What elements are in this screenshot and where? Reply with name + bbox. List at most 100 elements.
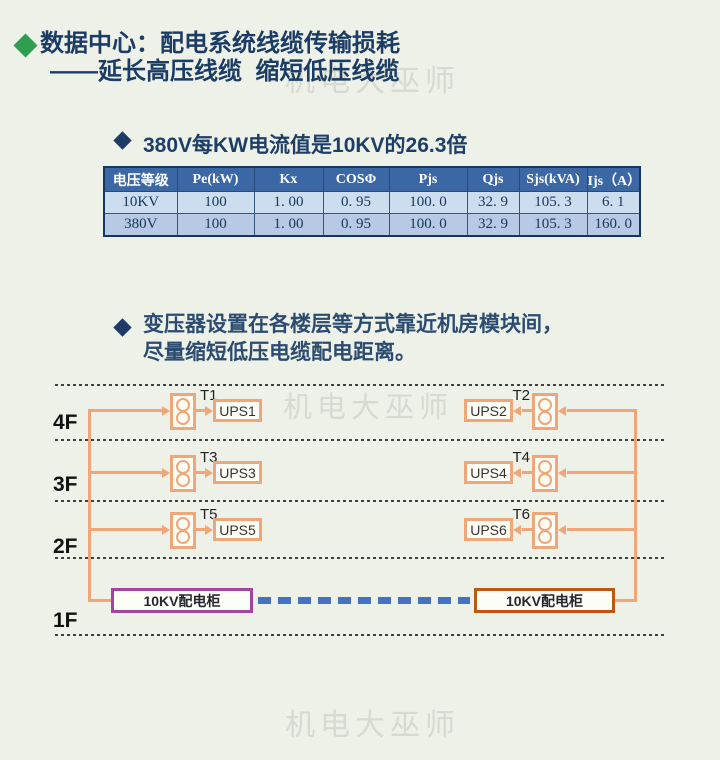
floor-line-3f: [55, 500, 667, 502]
bullet-transformer-line2: 尽量缩短低压电缆配电距离。: [143, 341, 416, 364]
col-header-pjs: Pjs: [388, 166, 468, 192]
transformer-symbol-t5: [170, 512, 196, 549]
table-header-row: 电压等级 Pe(kW) Kx COSΦ Pjs Qjs Sjs(kVA) Ijs…: [103, 166, 641, 192]
floor-label-3f: 3F: [53, 473, 78, 496]
cabinet-10kv-right: 10KV配电柜: [474, 588, 615, 613]
ups-box-ups3: UPS3: [213, 461, 262, 484]
arrow-left-icon: [513, 468, 521, 478]
ups-box-ups6: UPS6: [464, 518, 513, 541]
coil-icon: [538, 530, 552, 544]
transformer-symbol-t4: [532, 455, 558, 492]
coil-icon: [176, 517, 190, 531]
col-header-sjs: Sjs(kVA): [518, 166, 588, 192]
cell-kx: 1. 00: [253, 191, 324, 214]
col-header-qjs: Qjs: [466, 166, 520, 192]
cell-qjs: 32. 9: [466, 191, 520, 214]
coil-icon: [538, 473, 552, 487]
coil-icon: [176, 473, 190, 487]
table-row-380v: 380V 100 1. 00 0. 95 100. 0 32. 9 105. 3…: [103, 213, 641, 237]
floor-line-2f: [55, 557, 667, 559]
cell-sjs: 105. 3: [518, 213, 588, 237]
cell-sjs: 105. 3: [518, 191, 588, 214]
left-riser-to-cabinet: [88, 599, 114, 602]
bullet-transformer-note: 变压器设置在各楼层等方式靠近机房模块间， 尽量缩短低压电缆配电距离。: [143, 311, 563, 367]
cell-voltage: 10KV: [103, 191, 178, 214]
feed-line: [522, 471, 532, 474]
cell-pe: 100: [176, 213, 255, 237]
arrow-right-icon: [205, 525, 213, 535]
cell-pjs: 100. 0: [388, 191, 468, 214]
feed-line: [90, 409, 163, 412]
watermark-bottom: 机电大巫师: [285, 709, 460, 742]
col-header-pe: Pe(kW): [176, 166, 255, 192]
right-riser-to-cabinet: [612, 599, 637, 602]
title-diamond-icon: [13, 33, 38, 58]
coil-icon: [538, 517, 552, 531]
feed-line: [90, 471, 163, 474]
arrow-right-icon: [162, 525, 170, 535]
coil-icon: [538, 398, 552, 412]
coil-icon: [176, 411, 190, 425]
transformer-label-t6: T6: [512, 506, 530, 523]
bullet-transformer-line1: 变压器设置在各楼层等方式靠近机房模块间，: [143, 313, 563, 336]
col-header-ijs: Ijs（A）: [586, 166, 641, 192]
arrow-left-icon: [513, 406, 521, 416]
transformer-label-t4: T4: [512, 449, 530, 466]
coil-icon: [176, 398, 190, 412]
coil-icon: [176, 460, 190, 474]
coil-icon: [538, 460, 552, 474]
left-riser-line: [88, 409, 91, 602]
feed-line: [522, 528, 532, 531]
transformer-symbol-t2: [532, 393, 558, 430]
col-header-voltage: 电压等级: [103, 166, 178, 192]
cell-kx: 1. 00: [253, 213, 324, 237]
floor-label-2f: 2F: [53, 535, 78, 558]
cell-cos: 0. 95: [322, 191, 390, 214]
bullet2-diamond-icon: [113, 318, 132, 337]
ups-box-ups5: UPS5: [213, 518, 262, 541]
cell-voltage: 380V: [103, 213, 178, 237]
floor-line-roof: [55, 384, 667, 386]
coil-icon: [176, 530, 190, 544]
right-riser-line: [634, 409, 637, 602]
feed-line: [90, 528, 163, 531]
floor-line-4f: [55, 439, 667, 441]
ups-box-ups2: UPS2: [464, 399, 513, 422]
arrow-left-icon: [558, 468, 566, 478]
floor-label-1f: 1F: [53, 609, 78, 632]
feed-line: [196, 409, 205, 412]
watermark-top: 机电大巫师: [285, 65, 460, 98]
arrow-right-icon: [205, 406, 213, 416]
power-calc-table: 电压等级 Pe(kW) Kx COSΦ Pjs Qjs Sjs(kVA) Ijs…: [103, 166, 641, 237]
arrow-right-icon: [162, 468, 170, 478]
arrow-left-icon: [558, 525, 566, 535]
floor-line-ground: [55, 634, 667, 636]
col-header-kx: Kx: [253, 166, 324, 192]
coil-icon: [538, 411, 552, 425]
table-row-10kv: 10KV 100 1. 00 0. 95 100. 0 32. 9 105. 3…: [103, 191, 641, 214]
bullet-current-ratio: 380V每KW电流值是10KV的26.3倍: [143, 134, 468, 157]
cell-cos: 0. 95: [322, 213, 390, 237]
feed-line: [196, 528, 205, 531]
transformer-symbol-t3: [170, 455, 196, 492]
arrow-right-icon: [162, 406, 170, 416]
cabinet-10kv-left: 10KV配电柜: [111, 588, 253, 613]
bullet1-diamond-icon: [113, 131, 132, 150]
feed-line: [196, 471, 205, 474]
arrow-left-icon: [558, 406, 566, 416]
feed-line: [567, 409, 635, 412]
ups-box-ups1: UPS1: [213, 399, 262, 422]
cell-qjs: 32. 9: [466, 213, 520, 237]
cell-ijs: 6. 1: [586, 191, 641, 214]
arrow-left-icon: [513, 525, 521, 535]
cell-pe: 100: [176, 191, 255, 214]
cell-ijs: 160. 0: [586, 213, 641, 237]
cell-pjs: 100. 0: [388, 213, 468, 237]
page-title: 数据中心：配电系统线缆传输损耗: [40, 30, 400, 57]
feed-line: [522, 409, 532, 412]
watermark-middle: 机电大巫师: [283, 392, 454, 424]
col-header-cos: COSΦ: [322, 166, 390, 192]
transformer-label-t2: T2: [512, 387, 530, 404]
feed-line: [567, 528, 635, 531]
